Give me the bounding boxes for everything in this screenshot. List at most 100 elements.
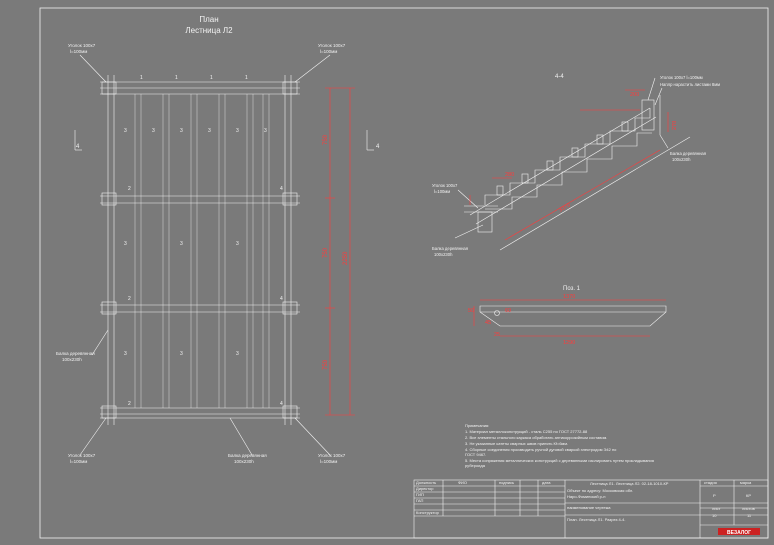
pos-number: 3: [124, 241, 127, 247]
plan-dim-total: 2250: [343, 251, 349, 265]
note-line: 3. Не указанные катеты сварных швов прин…: [465, 441, 568, 446]
note-line: 1. Материал металлоконструкций - сталь С…: [465, 429, 588, 434]
callout-angle-tl: Уголок 100x7: [68, 43, 96, 48]
company-logo: ВЕЗАЛОГ: [718, 528, 760, 536]
tb-sheets-label: листов: [742, 506, 755, 511]
section-title: 4-4: [555, 74, 564, 80]
tb-col-position: Должность: [416, 480, 436, 485]
callout-angle-br: Уголок 100x7: [318, 453, 346, 458]
callout-beam-bottom-size: 100x230h: [234, 459, 254, 464]
pos-number: 3: [180, 351, 183, 357]
title-block-text: Должность ФИО подпись дата Директор ГИП …: [416, 480, 755, 522]
section-mark-left: 4: [76, 144, 80, 150]
tb-role-designer: Конструктор: [416, 510, 440, 515]
plan-dim-3: 750: [323, 359, 329, 370]
note-line: 2. Все элементы стального каркаса обрабо…: [465, 435, 607, 440]
callout-angle-br-len: l=100мм: [320, 459, 337, 464]
section-dim-200: 200: [630, 92, 639, 98]
plan-dimensions: [325, 87, 355, 416]
plan-dim-1: 750: [323, 134, 329, 145]
note-line: 5. Места сопряжения металлических констр…: [465, 458, 654, 463]
pos-number: 3: [124, 128, 127, 134]
pos-number: 3: [180, 128, 183, 134]
callout-angle-tr: Уголок 100x7: [318, 43, 346, 48]
tb-col-name: ФИО: [458, 480, 467, 485]
tb-role-gap: ГАП: [416, 498, 424, 503]
section-callouts: Уголок 100x7 l=100мм Наплр нарастить лис…: [432, 75, 720, 257]
pos-number: 3: [236, 128, 239, 134]
section-dim-280: 280: [505, 172, 514, 178]
plan-dim-2: 750: [323, 247, 329, 258]
section-callout-top: Уголок 100x7 l=100мм: [660, 75, 703, 80]
plan-beams: [100, 87, 300, 415]
callout-angle-tl-len: l=100мм: [70, 49, 87, 54]
pos1-dim-bottom: 1290: [563, 340, 575, 346]
section-callout-right: Балка деревянная: [670, 151, 706, 156]
pos-number: 3: [124, 351, 127, 357]
tb-project-title: Лестница Л1. Лестница Л2. 02-18-1010-КР: [590, 481, 669, 486]
notes: Примечания: 1. Материал металлоконструкц…: [465, 423, 654, 468]
callout-angle-tr-len: l=100мм: [320, 49, 337, 54]
plan-title: План: [199, 15, 218, 24]
tb-sheets: 11: [747, 513, 752, 518]
plan-view: План Лестница Л2: [74, 15, 374, 456]
tb-drawing-name-label: наименование чертежа: [567, 505, 611, 510]
section-callout-left: Уголок 100x7: [432, 183, 458, 188]
callout-beam-left: Балка деревянная: [56, 351, 95, 356]
pos-number: 1: [175, 75, 178, 81]
tb-address-2: Наро-Фоминский р-н: [567, 494, 605, 499]
plan-boards: [134, 94, 270, 408]
section-callout-bottom: Балка деревянная: [432, 246, 468, 251]
pos1-dim-left: 50: [468, 308, 474, 314]
tb-role-gip: ГИП: [416, 492, 424, 497]
sheet-frame: [39, 7, 769, 539]
tb-sheet: 10: [712, 513, 717, 518]
pos1-dim-b: 25: [494, 332, 500, 338]
pos-number: 1: [210, 75, 213, 81]
pos-number: 3: [264, 128, 267, 134]
pos-number: 3: [208, 128, 211, 134]
tb-stage-label: стадия: [704, 480, 717, 485]
callout-angle-bl: Уголок 100x7: [68, 453, 96, 458]
section-dim-3370: 3370: [558, 202, 572, 213]
pos-number: 3: [152, 128, 155, 134]
section-callout-left-2: l=100мм: [434, 189, 450, 194]
pos1-dim-a: 45: [485, 320, 491, 326]
tb-col-signature: подпись: [499, 480, 514, 485]
tb-address-1: Объект по адресу: Московская обл.: [567, 488, 633, 493]
svg-text:ВЕЗАЛОГ: ВЕЗАЛОГ: [727, 530, 751, 536]
plan-callouts: Уголок 100x7 l=100мм Уголок 100x7 l=100м…: [56, 43, 346, 464]
pos-number: 3: [236, 351, 239, 357]
pos-number: 1: [140, 75, 143, 81]
tb-mark: КР: [746, 493, 751, 498]
pos1-dim-top: 1370: [563, 294, 575, 300]
pos-number: 4: [280, 186, 283, 192]
pos-number: 2: [128, 186, 131, 192]
note-line: ГОСТ 9467.: [465, 452, 486, 457]
pos-number: 3: [180, 241, 183, 247]
section-callout-right-2: 100x230h: [672, 157, 691, 162]
note-line: рубероида: [465, 463, 486, 468]
pos1-dim-c: 60: [505, 308, 511, 314]
section-mark-right: 4: [376, 144, 380, 150]
tb-sheet-label: лист: [712, 506, 721, 511]
tb-mark-label: марка: [740, 480, 752, 485]
pos-number: 1: [245, 75, 248, 81]
pos1-dimensions: 1370 1290 50 45 25 60: [468, 294, 575, 346]
tb-role-director: Директор: [416, 486, 434, 491]
pos1-view: [473, 299, 667, 337]
title-block: [413, 479, 769, 539]
tb-drawing-name: План. Лестница Л1. Разрез 4-4.: [567, 517, 625, 522]
callout-beam-left-size: 100x230h: [62, 357, 82, 362]
pos-number: 3: [236, 241, 239, 247]
tb-stage: Р: [713, 493, 716, 498]
callout-angle-bl-len: l=100мм: [70, 459, 87, 464]
callout-beam-bottom: Балка деревянная: [228, 453, 267, 458]
section-dimensions: 200 270 280 3370: [505, 92, 678, 214]
plan-subtitle: Лестница Л2: [185, 26, 233, 35]
section-callout-bottom-2: 100x230h: [434, 252, 453, 257]
pos-number: 4: [280, 296, 283, 302]
note-line: 4. Сборные соединения производить ручной…: [465, 447, 617, 452]
pos-number: 2: [128, 296, 131, 302]
